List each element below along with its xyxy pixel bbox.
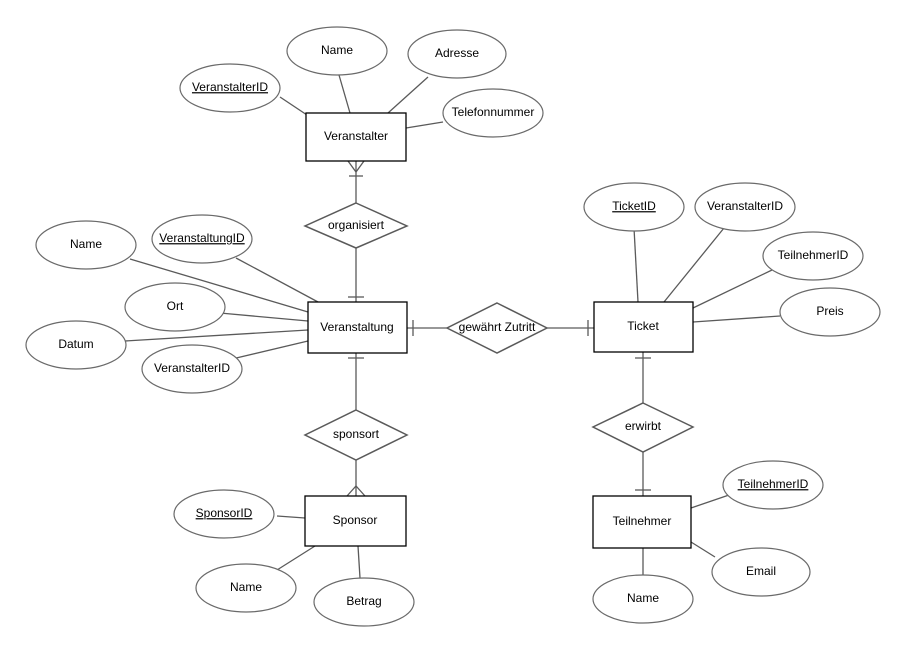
relationship-erwirbt-label: erwirbt: [625, 419, 662, 433]
relationship-organisiert-label: organisiert: [328, 218, 385, 232]
connector-vst-datum: [124, 329, 309, 342]
entity-veranstalter[interactable]: Veranstalter: [305, 112, 407, 162]
attribute-teilnehmer-id[interactable]: TeilnehmerID: [722, 460, 824, 510]
attribute-veranstaltung-ort-label: Ort: [167, 299, 184, 313]
crowsfoot-veranstalter: [347, 160, 365, 174]
attribute-sponsor-name[interactable]: Name: [195, 563, 297, 613]
attribute-veranstaltung-veranstalterid[interactable]: VeranstalterID: [141, 344, 243, 394]
connector-veranstalter-telefon: [405, 121, 444, 129]
connector-veranstalter-id: [279, 96, 308, 116]
attribute-teilnehmer-email[interactable]: Email: [711, 547, 811, 597]
entity-ticket-label: Ticket: [627, 319, 659, 333]
connector-vst-id: [235, 257, 319, 303]
entity-ticket[interactable]: Ticket: [593, 301, 694, 353]
attribute-veranstaltung-datum-label: Datum: [58, 337, 93, 351]
attribute-teilnehmer-id-label: TeilnehmerID: [738, 477, 809, 491]
attribute-ticket-id-label: TicketID: [612, 199, 656, 213]
attribute-teilnehmer-name-label: Name: [627, 591, 659, 605]
attribute-veranstaltung-ort[interactable]: Ort: [124, 282, 226, 332]
relationship-sponsort[interactable]: sponsort: [303, 409, 409, 461]
entity-veranstaltung-label: Veranstaltung: [320, 320, 393, 334]
attribute-sponsor-betrag[interactable]: Betrag: [313, 577, 415, 627]
attribute-ticket-id[interactable]: TicketID: [583, 182, 685, 232]
attribute-veranstaltung-veranstalterid-label: VeranstalterID: [154, 361, 230, 375]
relationship-erwirbt[interactable]: erwirbt: [591, 402, 695, 453]
connector-vst-veranstalterid: [231, 340, 309, 360]
attribute-veranstalter-id-label: VeranstalterID: [192, 80, 268, 94]
attribute-veranstalter-adresse-label: Adresse: [435, 46, 479, 60]
relationship-gewaehrt-zutritt-label: gewährt Zutritt: [459, 320, 536, 334]
attribute-veranstalter-adresse[interactable]: Adresse: [407, 29, 507, 79]
attribute-ticket-veranstalterid[interactable]: VeranstalterID: [694, 182, 796, 232]
attribute-ticket-teilnehmerid-label: TeilnehmerID: [778, 248, 849, 262]
entity-sponsor[interactable]: Sponsor: [304, 495, 407, 547]
relationship-gewaehrt-zutritt[interactable]: gewährt Zutritt: [445, 302, 549, 354]
attribute-ticket-teilnehmerid[interactable]: TeilnehmerID: [762, 231, 864, 281]
attribute-veranstaltung-id[interactable]: VeranstaltungID: [151, 214, 253, 264]
connector-veranstalter-adresse: [387, 76, 429, 114]
attribute-veranstalter-telefonnummer[interactable]: Telefonnummer: [442, 88, 544, 138]
connector-ticket-id: [633, 227, 639, 303]
attribute-sponsor-name-label: Name: [230, 580, 262, 594]
entity-veranstaltung[interactable]: Veranstaltung: [307, 301, 408, 354]
entity-teilnehmer-label: Teilnehmer: [613, 514, 672, 528]
connector-vst-name: [129, 258, 309, 313]
crowsfoot-sponsor: [346, 485, 366, 497]
attribute-veranstalter-name-label: Name: [321, 43, 353, 57]
attribute-veranstaltung-name[interactable]: Name: [35, 220, 137, 270]
entity-veranstalter-label: Veranstalter: [324, 129, 388, 143]
connector-vst-ort: [219, 312, 309, 322]
connector-sponsor-id: [276, 515, 306, 519]
attribute-veranstalter-id[interactable]: VeranstalterID: [179, 63, 281, 113]
entity-teilnehmer[interactable]: Teilnehmer: [592, 495, 692, 549]
connector-sponsor-betrag: [357, 545, 361, 579]
connector-ticket-preis: [692, 315, 781, 323]
attribute-veranstaltung-id-label: VeranstaltungID: [159, 231, 245, 245]
attribute-teilnehmer-email-label: Email: [746, 564, 776, 578]
attribute-ticket-veranstalterid-label: VeranstalterID: [707, 199, 783, 213]
attribute-sponsor-betrag-label: Betrag: [346, 594, 381, 608]
connector-teilnehmer-id: [690, 494, 730, 509]
attribute-sponsor-id-label: SponsorID: [196, 506, 253, 520]
connectors: [124, 74, 781, 579]
attribute-veranstalter-name[interactable]: Name: [286, 26, 388, 76]
attribute-veranstalter-telefonnummer-label: Telefonnummer: [452, 105, 535, 119]
relationship-organisiert[interactable]: organisiert: [303, 202, 409, 249]
attribute-veranstaltung-datum[interactable]: Datum: [25, 320, 127, 370]
attribute-sponsor-id[interactable]: SponsorID: [173, 489, 275, 539]
relationship-sponsort-label: sponsort: [333, 427, 380, 441]
attribute-teilnehmer-name[interactable]: Name: [592, 574, 694, 624]
attribute-ticket-preis-label: Preis: [816, 304, 843, 318]
connector-veranstalter-name: [338, 74, 351, 114]
entity-sponsor-label: Sponsor: [333, 513, 378, 527]
connector-ticket-veranstalterid: [663, 227, 725, 303]
attribute-veranstaltung-name-label: Name: [70, 237, 102, 251]
connector-sponsor-name: [276, 545, 316, 571]
connector-ticket-teilnehmerid: [692, 269, 773, 309]
attribute-ticket-preis[interactable]: Preis: [779, 287, 881, 337]
connector-teilnehmer-email: [690, 541, 716, 558]
